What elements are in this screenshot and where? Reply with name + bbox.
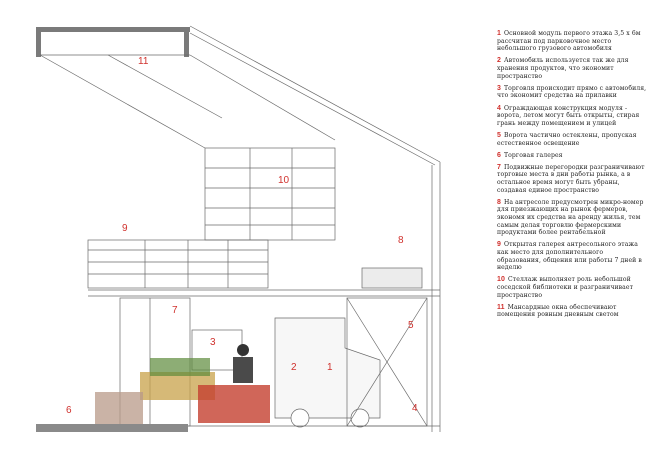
vendor-figure xyxy=(233,344,253,383)
truck xyxy=(274,317,381,419)
label-4: 4 xyxy=(412,403,418,414)
bookshelf xyxy=(204,147,336,241)
label-3: 3 xyxy=(210,337,216,348)
label-11: 11 xyxy=(138,56,149,67)
roof-parapet xyxy=(36,27,190,32)
label-8: 8 xyxy=(398,235,404,246)
label-1: 1 xyxy=(327,362,333,373)
label-10: 10 xyxy=(278,175,290,186)
produce-display xyxy=(95,358,270,424)
mezzanine-bed xyxy=(361,267,423,289)
skylight xyxy=(39,54,206,149)
gallery-railing xyxy=(87,239,269,289)
label-9: 9 xyxy=(122,223,128,234)
ground-strip xyxy=(36,424,188,432)
label-2: 2 xyxy=(291,362,297,373)
label-6: 6 xyxy=(66,405,72,416)
label-5: 5 xyxy=(408,320,414,331)
label-7: 7 xyxy=(172,305,178,316)
